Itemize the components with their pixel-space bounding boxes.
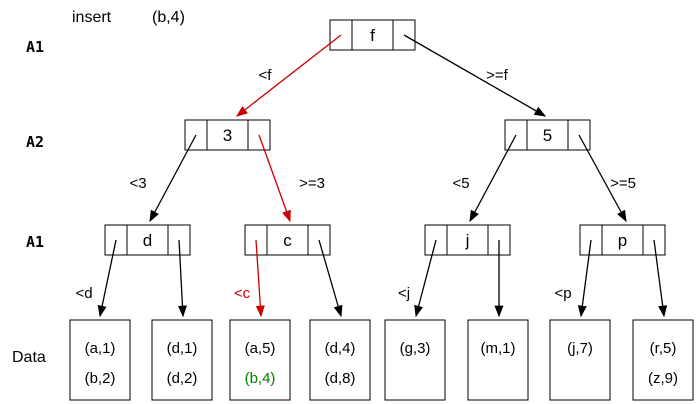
edge-label-lt-d: <d <box>75 285 92 302</box>
edge-label-lt-5: <5 <box>452 175 469 192</box>
data-box-rect <box>549 319 611 401</box>
edge-label-lt-c: <c <box>234 285 251 302</box>
data-box-6: (m,1) <box>467 319 529 401</box>
edge-5-to-p <box>578 134 627 223</box>
tree-node-d: d <box>104 224 191 256</box>
edge-3-to-d <box>149 134 197 223</box>
data-box-rect <box>467 319 529 401</box>
node-box <box>504 119 591 151</box>
edge-c-to-box4 <box>318 239 343 318</box>
tree-node-5: 5 <box>504 119 591 151</box>
data-entry: (z,9) <box>648 370 678 387</box>
data-entry-inserted: (b,4) <box>245 370 276 387</box>
data-entry: (d,1) <box>167 340 198 357</box>
edge-5-to-j <box>469 134 517 223</box>
tree-node-c: c <box>244 224 331 256</box>
data-entry: (r,5) <box>650 340 677 357</box>
data-box-rect <box>151 319 213 401</box>
node-box <box>244 224 331 256</box>
edge-j-to-box5 <box>414 239 437 318</box>
edge-label-lt-f: <f <box>259 67 273 84</box>
edge-d-to-box2 <box>177 239 187 318</box>
data-entry: (b,2) <box>85 370 116 387</box>
data-entry: (d,2) <box>167 370 198 387</box>
edge-root-to-3 <box>235 34 342 117</box>
node-root-label: f <box>370 26 375 45</box>
data-box-5: (g,3) <box>384 319 446 401</box>
insert-value: (b,4) <box>152 9 185 26</box>
tree-node-p: p <box>579 224 666 256</box>
row-label-a1-top: A1 <box>26 38 44 56</box>
data-entry: (a,1) <box>85 340 116 357</box>
node-p-label: p <box>618 231 627 250</box>
data-box-1: (a,1) (b,2) <box>69 319 131 401</box>
node-box <box>329 19 416 51</box>
node-d-label: d <box>143 231 152 250</box>
tree-node-3: 3 <box>184 119 271 151</box>
edge-d-to-box1 <box>97 239 117 318</box>
data-entry: (d,8) <box>325 370 356 387</box>
row-label-data: Data <box>12 349 46 366</box>
data-entry: (j,7) <box>567 340 593 357</box>
data-box-rect <box>229 319 291 401</box>
edge-label-ge-f: >=f <box>486 67 509 84</box>
edge-c-to-box3 <box>255 239 265 318</box>
data-box-rect <box>69 319 131 401</box>
data-entry: (d,4) <box>325 340 356 357</box>
data-entry: (m,1) <box>481 340 516 357</box>
row-label-a1-bottom: A1 <box>26 233 44 251</box>
edge-label-ge-3: >=3 <box>299 175 325 192</box>
data-box-2: (d,1) (d,2) <box>151 319 213 401</box>
insert-caption: insert <box>72 9 112 26</box>
data-box-8: (r,5) (z,9) <box>632 319 694 401</box>
edge-p-to-box8 <box>653 239 668 318</box>
node-j-label: j <box>465 231 470 250</box>
row-label-a2: A2 <box>26 133 44 151</box>
data-box-4: (d,4) (d,8) <box>309 319 371 401</box>
edge-3-to-c <box>258 134 291 223</box>
edge-label-ge-5: >=5 <box>610 175 636 192</box>
data-entry: (g,3) <box>400 340 431 357</box>
node-3-label: 3 <box>223 126 232 145</box>
node-5-label: 5 <box>543 126 552 145</box>
node-box <box>579 224 666 256</box>
data-entry: (a,5) <box>245 340 276 357</box>
tree-node-j: j <box>424 224 511 256</box>
tree-node-root: f <box>329 19 416 51</box>
node-c-label: c <box>283 231 292 250</box>
edge-label-lt-j: <j <box>398 285 410 302</box>
edge-root-to-5 <box>403 34 547 117</box>
data-box-7: (j,7) <box>549 319 611 401</box>
edge-label-lt-p: <p <box>554 285 571 302</box>
edge-label-lt-3: <3 <box>129 175 146 192</box>
data-box-rect <box>632 319 694 401</box>
data-box-rect <box>384 319 446 401</box>
node-box <box>104 224 191 256</box>
node-box <box>424 224 511 256</box>
node-box <box>184 119 271 151</box>
data-box-3: (a,5) (b,4) <box>229 319 291 401</box>
edge-p-to-box7 <box>577 239 592 318</box>
data-box-rect <box>309 319 371 401</box>
